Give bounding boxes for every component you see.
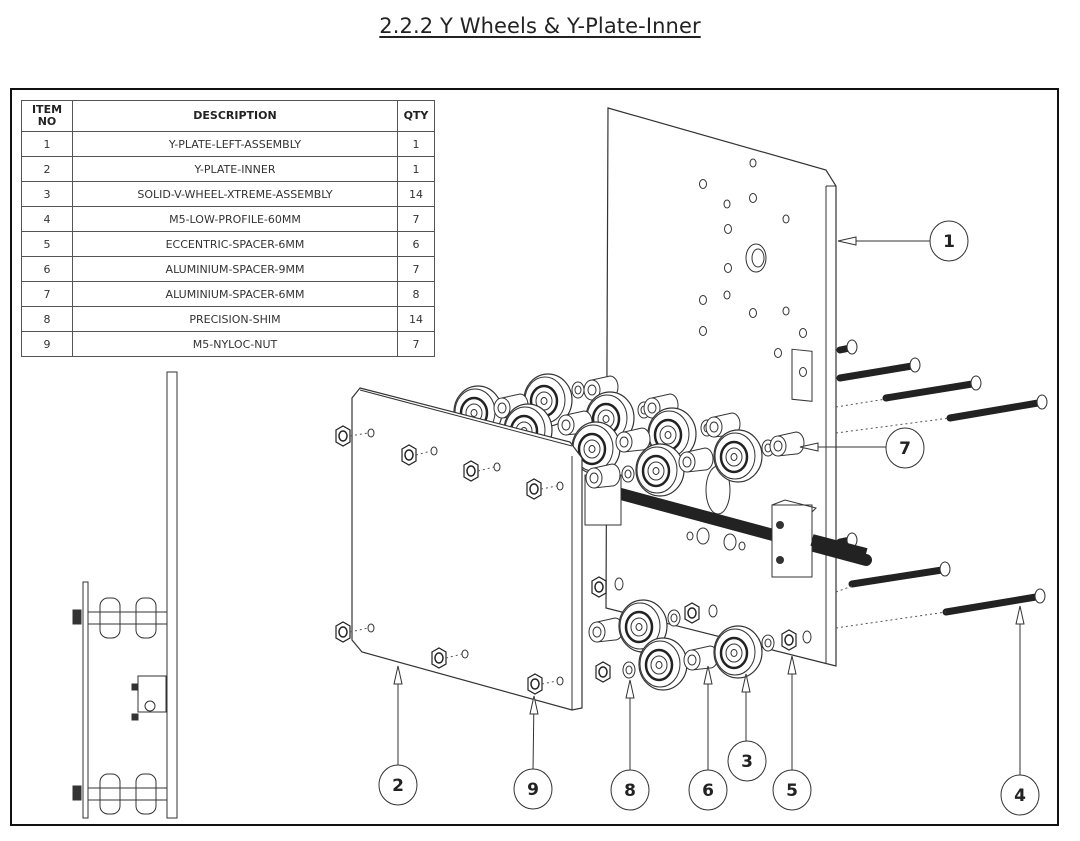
- qty: 8: [397, 281, 435, 307]
- description: ALUMINIUM-SPACER-6MM: [72, 281, 398, 307]
- nylock-nuts: [335, 425, 564, 695]
- spacer: [588, 617, 624, 643]
- balloon-3: 3: [727, 740, 767, 782]
- svg-text:7: 7: [899, 439, 911, 459]
- leader-lines: [393, 236, 1025, 776]
- svg-text:4: 4: [1014, 786, 1026, 806]
- side-view-wheel: [99, 773, 121, 815]
- svg-text:6: 6: [702, 781, 714, 801]
- side-view-wheel: [135, 773, 157, 815]
- shim: [621, 465, 635, 483]
- qty: 14: [397, 181, 435, 207]
- nut: [591, 576, 607, 598]
- description: M5-NYLOC-NUT: [72, 331, 398, 357]
- description: ALUMINIUM-SPACER-9MM: [72, 256, 398, 282]
- balloon-8: 8: [610, 769, 650, 811]
- shim: [571, 381, 585, 399]
- v-wheel: [712, 624, 764, 680]
- item-no: 9: [21, 331, 73, 357]
- y-plate-inner: [351, 387, 583, 711]
- svg-text:5: 5: [786, 781, 798, 801]
- nut: [684, 602, 700, 624]
- qty: 14: [397, 306, 435, 332]
- balloon-7: 7: [885, 427, 925, 469]
- svg-text:3: 3: [741, 752, 753, 772]
- shim: [761, 634, 775, 652]
- nut: [781, 629, 797, 651]
- upper-wheel-cluster: [452, 372, 805, 551]
- svg-text:1: 1: [943, 232, 955, 252]
- lower-wheel-cluster: [588, 576, 812, 692]
- balloon-4: 4: [1000, 774, 1040, 816]
- v-wheel: [634, 442, 686, 498]
- m5-screws: [835, 339, 1048, 629]
- side-view-plate-inner: [82, 581, 89, 819]
- shim: [667, 609, 681, 627]
- side-view-nut: [72, 785, 82, 801]
- qty: 1: [397, 156, 435, 182]
- svg-text:8: 8: [624, 781, 636, 801]
- side-view-wheel: [99, 597, 121, 639]
- v-wheel: [712, 428, 764, 484]
- item-no: 7: [21, 281, 73, 307]
- side-view-nut: [72, 609, 82, 625]
- shim: [622, 661, 636, 679]
- v-wheel: [637, 636, 689, 692]
- side-view-plate-outer: [166, 371, 178, 819]
- header-qty: QTY: [397, 100, 435, 132]
- spacer: [683, 645, 719, 671]
- nut: [595, 661, 611, 683]
- balloon-1: 1: [929, 220, 969, 262]
- balloon-6: 6: [688, 769, 728, 811]
- item-no: 8: [21, 306, 73, 332]
- svg-text:2: 2: [392, 776, 404, 796]
- qty: 7: [397, 331, 435, 357]
- drawing-frame: [10, 88, 1059, 826]
- section-title: 2.2.2 Y Wheels & Y-Plate-Inner: [379, 14, 701, 38]
- side-view-wheel: [135, 597, 157, 639]
- balloon-2: 2: [378, 764, 418, 806]
- rod-block: [771, 504, 813, 578]
- balloon-9: 9: [513, 768, 553, 810]
- y-plate-left-assembly: [605, 107, 837, 667]
- balloon-5: 5: [772, 769, 812, 811]
- svg-text:9: 9: [527, 780, 539, 800]
- qty: 1: [397, 131, 435, 157]
- side-view: [72, 371, 178, 819]
